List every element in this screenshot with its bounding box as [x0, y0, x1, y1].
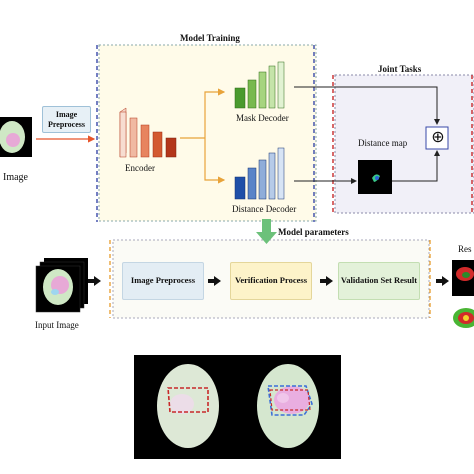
map-to-combine-arrow — [392, 150, 440, 182]
result-thumbnails — [452, 260, 474, 328]
encoder-block — [119, 107, 177, 158]
brain-thumbnail-top — [0, 117, 32, 157]
combine-plus-icon: ⊕ — [431, 127, 445, 146]
pipeline-arrows — [88, 276, 449, 286]
distance-decoder-block — [234, 147, 285, 200]
input-image-stack — [35, 258, 88, 313]
mask-to-combine-arrow — [294, 86, 440, 125]
result-label: Res — [458, 244, 472, 254]
combine-box — [425, 126, 449, 150]
input-image-label: Input Image — [35, 320, 79, 330]
left-image-label: Image — [3, 172, 28, 183]
image-preprocess-top-box: Image Preprocess — [42, 106, 91, 133]
pipeline-step-verification: Verification Process — [230, 262, 312, 300]
model-training-title: Model Training — [180, 33, 240, 43]
distance-decoder-label: Distance Decoder — [232, 204, 297, 214]
bottom-comparison-image — [134, 355, 341, 459]
model-parameters-title: Model parameters — [278, 227, 349, 237]
encoder-label: Encoder — [125, 163, 155, 173]
mask-decoder-block — [234, 61, 285, 109]
mask-decoder-label: Mask Decoder — [236, 113, 289, 123]
green-down-arrow — [256, 219, 277, 244]
pipeline-step-preprocess: Image Preprocess — [122, 262, 204, 300]
distance-map-label: Distance map — [358, 138, 408, 148]
encoder-branch-arrows — [180, 88, 226, 184]
joint-tasks-title: Joint Tasks — [378, 64, 422, 74]
distance-map-image — [358, 160, 392, 194]
pipeline-step-validation: Validation Set Result — [338, 262, 420, 300]
